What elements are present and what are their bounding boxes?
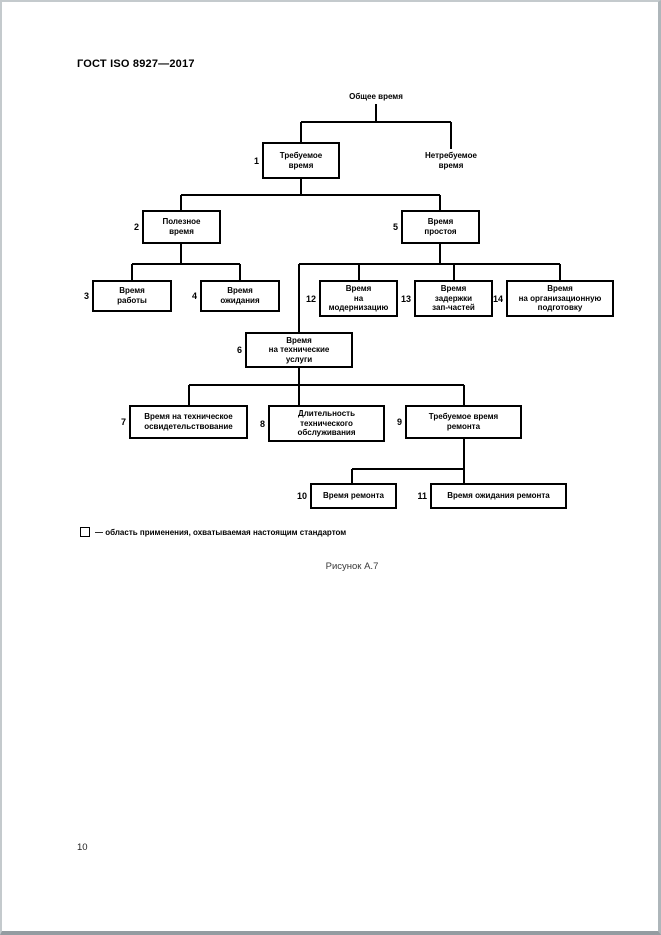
- node-box: Требуемое время: [262, 142, 340, 179]
- node-8-maintenance-duration: 8 Длительность технического обслуживания: [260, 405, 385, 442]
- node-box: Время на техническое освидетельствование: [129, 405, 248, 439]
- node-2-useful-time: 2 Полезное время: [134, 210, 221, 244]
- node-box: Время задержки зап-частей: [414, 280, 493, 317]
- node-5-down-time: 5 Время простоя: [393, 210, 480, 244]
- node-number: 11: [417, 491, 427, 501]
- node-box: Время ожидания ремонта: [430, 483, 567, 509]
- connector-services-to-children: [188, 368, 465, 405]
- legend-scope-box-symbol: [80, 527, 90, 537]
- node-number: 4: [191, 291, 197, 301]
- node-root-total-time-label: Общее время: [349, 92, 403, 101]
- node-number: 6: [236, 345, 242, 355]
- node-4-standby-time: 4 Время ожидания: [192, 280, 280, 312]
- node-9-required-repair-time: 9 Требуемое время ремонта: [397, 405, 522, 439]
- page-number: 10: [77, 842, 88, 853]
- connector-required-to-children: [180, 179, 441, 210]
- connector-useful-to-children: [131, 244, 241, 280]
- node-11-repair-waiting-time: 11 Время ожидания ремонта: [417, 483, 567, 509]
- node-1-required-time: 1 Требуемое время: [254, 142, 340, 179]
- connector-root-to-level1: [300, 104, 452, 149]
- node-14-organizational-preparation-time: 14 Время на организационную подготовку: [493, 280, 614, 317]
- node-box: Время на технические услуги: [245, 332, 353, 368]
- connector-repair-to-children: [351, 439, 465, 483]
- standard-number: ГОСТ ISO 8927—2017: [77, 58, 195, 70]
- node-number: 9: [396, 417, 402, 427]
- legend-text: — область применения, охватываемая насто…: [95, 527, 347, 537]
- node-10-repair-time: 10 Время ремонта: [297, 483, 397, 509]
- node-box: Полезное время: [142, 210, 221, 244]
- node-box: Длительность технического обслуживания: [268, 405, 385, 442]
- node-box: Время на организационную подготовку: [506, 280, 614, 317]
- node-box: Время простоя: [401, 210, 480, 244]
- node-box: Время на модернизацию: [319, 280, 398, 317]
- connector-downtime-to-children: [298, 244, 561, 332]
- node-number: 10: [296, 491, 307, 501]
- node-13-spare-parts-delay-time: 13 Время задержки зап-частей: [401, 280, 493, 317]
- node-number: 7: [120, 417, 126, 427]
- node-number: 3: [83, 291, 89, 301]
- legend: — область применения, охватываемая насто…: [80, 527, 346, 537]
- node-box: Требуемое время ремонта: [405, 405, 522, 439]
- node-number: 1: [253, 155, 259, 166]
- node-nonrequired-time-label: Нетребуемое время: [425, 151, 477, 171]
- node-number: 5: [392, 222, 398, 232]
- figure-caption: Рисунок А.7: [325, 561, 379, 572]
- node-7-technical-examination-time: 7 Время на техническое освидетельствован…: [121, 405, 248, 439]
- node-3-operating-time: 3 Время работы: [84, 280, 172, 312]
- node-number: 14: [492, 293, 503, 304]
- node-number: 12: [305, 293, 316, 304]
- node-box: Время ожидания: [200, 280, 280, 312]
- node-box: Время ремонта: [310, 483, 397, 509]
- node-number: 13: [400, 293, 411, 304]
- node-box: Время работы: [92, 280, 172, 312]
- node-number: 8: [259, 418, 265, 429]
- node-number: 2: [133, 222, 139, 232]
- node-12-modernization-time: 12 Время на модернизацию: [306, 280, 398, 317]
- node-6-technical-services-time: 6 Время на технические услуги: [237, 332, 353, 368]
